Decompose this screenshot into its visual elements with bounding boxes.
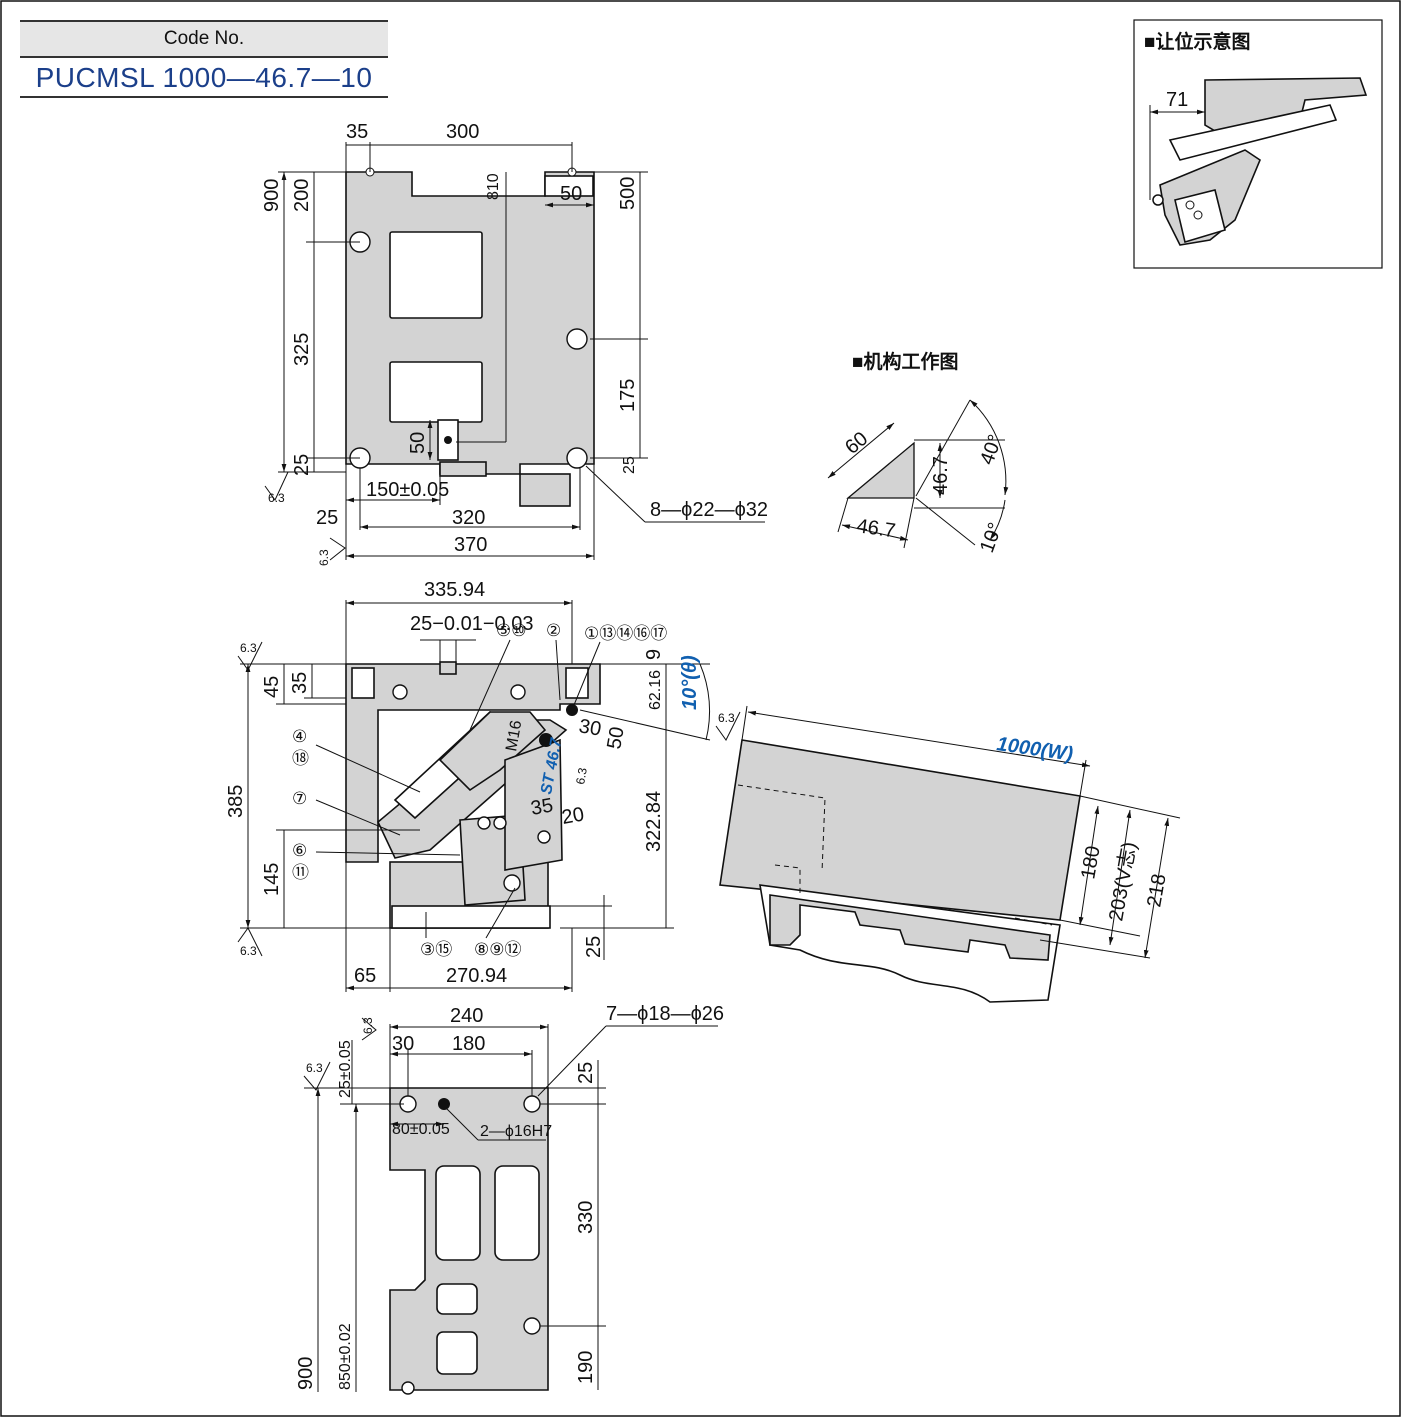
- bottom-dim-25-right: 25: [575, 1062, 597, 1084]
- bottom-pin-note: 2—ϕ16H7: [480, 1123, 552, 1140]
- side-dim-385: 385: [225, 785, 247, 818]
- top-view: 35 300 50 900 200 325 25 500 175 25 810 …: [261, 121, 768, 566]
- side-dim-145: 145: [261, 863, 283, 896]
- top-dim-300: 300: [446, 121, 479, 143]
- side-dim-st: ST: [538, 771, 559, 795]
- clearance-dim: 71: [1166, 89, 1188, 111]
- balloon-6: ⑥: [292, 841, 307, 860]
- bottom-view: 240 30 180 7—ϕ18—ϕ26 2—ϕ16H7 25±0.05 80±…: [295, 1003, 724, 1395]
- side-angle-10-theta: 10°(θ): [679, 655, 701, 710]
- bottom-dim-80-tol: 80±0.05: [392, 1121, 450, 1138]
- bottom-roughness-2: 6.3: [361, 1017, 375, 1034]
- side-dim-45: 45: [261, 676, 283, 698]
- top-holes-note: 8—ϕ22—ϕ32: [650, 499, 768, 521]
- top-dim-325: 325: [291, 333, 313, 366]
- mech-dim-46-7-vertical: 46.7: [930, 456, 952, 495]
- bottom-roughness-1: 6.3: [306, 1061, 323, 1075]
- bottom-dim-240: 240: [450, 1005, 483, 1027]
- top-dim-35: 35: [346, 121, 368, 143]
- top-roughness-1: 6.3: [268, 491, 285, 505]
- top-dim-175: 175: [617, 379, 639, 412]
- balloon-8-9-12: ⑧⑨⑫: [474, 940, 521, 959]
- side-dim-46-7: 46.7: [543, 736, 566, 772]
- top-dim-810: 810: [485, 173, 502, 200]
- bottom-dim-30: 30: [392, 1033, 414, 1055]
- top-dim-50-inner: 50: [407, 432, 429, 454]
- top-dim-150: 150±0.05: [366, 479, 449, 501]
- mechanism-inset-title: ■机构工作图: [852, 350, 958, 373]
- bottom-dim-330: 330: [575, 1201, 597, 1234]
- bottom-holes-note: 7—ϕ18—ϕ26: [606, 1003, 724, 1025]
- mech-dim-46-7-horizontal: 46.7: [855, 515, 897, 542]
- balloon-5-10: ⑤⑩: [496, 621, 526, 640]
- balloon-11: ⑪: [292, 863, 309, 882]
- mech-angle-10: 10°: [976, 520, 1007, 556]
- balloon-1-13-14-16-17: ①⑬⑭⑯⑰: [584, 624, 667, 643]
- top-dim-25-left: 25: [291, 454, 313, 476]
- bottom-dim-190: 190: [575, 1351, 597, 1384]
- top-dim-25-right: 25: [621, 456, 638, 474]
- side-dim-270-94: 270.94: [446, 965, 507, 987]
- side-dim-35: 35: [289, 672, 311, 694]
- balloon-4: ④: [292, 727, 307, 746]
- side-dim-335-94: 335.94: [424, 579, 485, 601]
- clearance-inset-title: ■让位示意图: [1144, 30, 1250, 53]
- side-dim-25-tol: 25−0.01−0.03: [410, 613, 533, 635]
- side-dim-35-inner: 35: [529, 794, 555, 820]
- die-view: 1000(W) 180 203(V志) 218: [719, 705, 1181, 1003]
- top-roughness-2: 6.3: [317, 549, 331, 566]
- top-dim-200: 200: [291, 179, 313, 212]
- side-dim-30: 30: [577, 715, 603, 741]
- balloon-3-15: ③⑮: [420, 940, 452, 959]
- balloon-2: ②: [546, 621, 561, 640]
- balloon-7: ⑦: [292, 789, 307, 808]
- die-dim-203: 203(V志): [1104, 840, 1141, 923]
- clearance-inset: ■让位示意图 71: [1133, 19, 1383, 269]
- side-dim-62-16: 62.16: [647, 670, 664, 710]
- bottom-dim-25-tol: 25±0.05: [337, 1040, 354, 1098]
- die-dim-218: 218: [1143, 872, 1170, 909]
- die-dim-180: 180: [1077, 844, 1104, 881]
- side-dim-m16: M16: [503, 719, 525, 753]
- side-dim-20: 20: [560, 803, 586, 829]
- side-dim-25-right: 25: [583, 936, 605, 958]
- side-roughness-bottom: 6.3: [240, 944, 257, 958]
- side-view: 335.94 25−0.01−0.03 ⑤⑩ ② ①⑬⑭⑯⑰ 385 45 35…: [225, 579, 741, 992]
- side-roughness-top: 6.3: [240, 641, 257, 655]
- side-roughness-inner: 6.3: [573, 766, 590, 785]
- side-dim-322-84: 322.84: [643, 791, 665, 852]
- top-dim-500: 500: [617, 177, 639, 210]
- side-roughness-right: 6.3: [718, 711, 735, 725]
- mechanism-inset: ■机构工作图 60 46.7 46.7 40° 10°: [827, 350, 1009, 556]
- side-dim-65: 65: [354, 965, 376, 987]
- mech-angle-40: 40°: [976, 432, 1007, 468]
- bottom-dim-850-tol: 850±0.02: [337, 1323, 354, 1390]
- top-dim-50: 50: [560, 183, 582, 205]
- balloon-18: ⑱: [292, 749, 309, 768]
- side-dim-9: 9: [643, 649, 665, 660]
- side-dim-50: 50: [603, 725, 629, 751]
- top-dim-370: 370: [454, 534, 487, 556]
- die-width-1000w: 1000(W): [995, 733, 1074, 766]
- code-number-box: Code No. PUCMSL 1000—46.7—10: [20, 20, 388, 98]
- top-dim-900: 900: [261, 179, 283, 212]
- code-number-label: Code No.: [20, 20, 388, 58]
- top-dim-25-bottom: 25: [316, 507, 338, 529]
- top-dim-320: 320: [452, 507, 485, 529]
- bottom-dim-180: 180: [452, 1033, 485, 1055]
- bottom-dim-900: 900: [295, 1357, 317, 1390]
- mech-dim-60: 60: [841, 428, 872, 459]
- code-number-value: PUCMSL 1000—46.7—10: [20, 58, 388, 98]
